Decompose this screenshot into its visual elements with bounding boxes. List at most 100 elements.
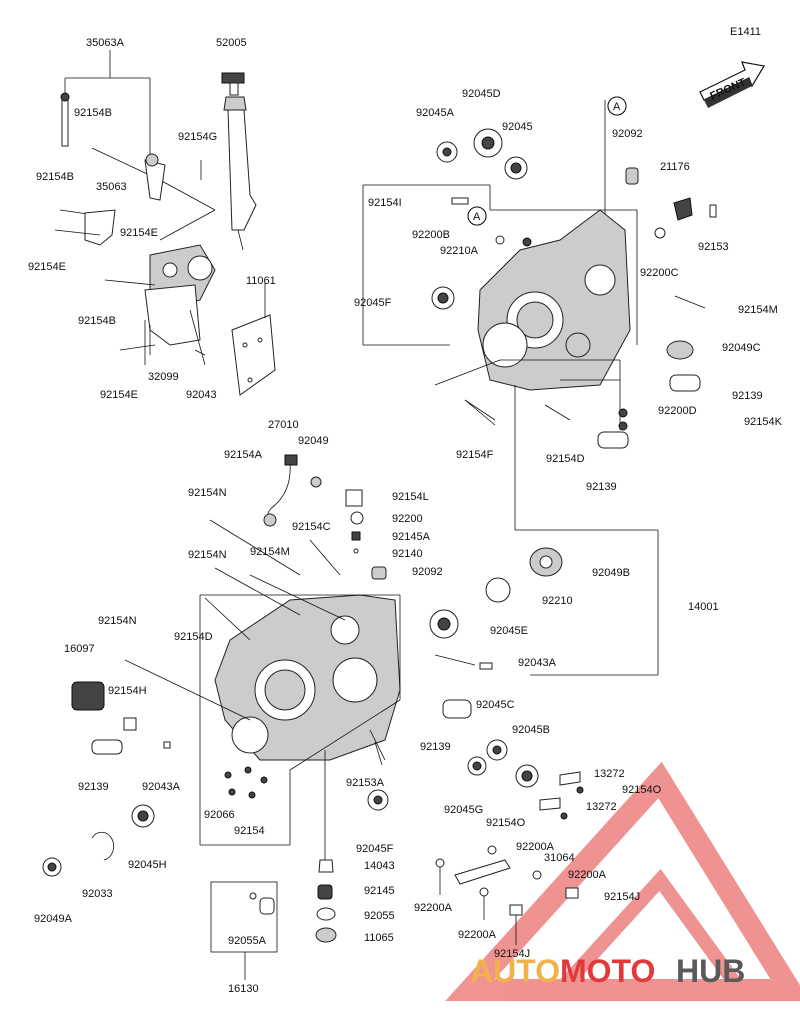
part-label: 92092 — [612, 128, 643, 140]
part-label: 92049A — [34, 913, 73, 925]
part-label: 92154A — [224, 449, 263, 461]
part-label: 14043 — [364, 860, 395, 872]
part-label: 92154H — [108, 685, 147, 697]
part-label: 92139 — [586, 481, 617, 493]
diagram-code: E1411 — [730, 26, 761, 38]
watermark-logo — [445, 761, 800, 1001]
part-label: 92210A — [440, 245, 479, 257]
part-label: 92139 — [420, 741, 451, 753]
part-label: 92200B — [412, 229, 450, 241]
part-label: 92045G — [444, 804, 483, 816]
svg-text:A: A — [613, 101, 621, 113]
part-label: 35063A — [86, 37, 125, 49]
ref-marker-a-top: A — [607, 96, 627, 116]
part-label: 92045D — [462, 88, 501, 100]
part-label: 92043A — [142, 781, 181, 793]
part-label: 27010 — [268, 419, 299, 431]
part-label: 92154J — [494, 948, 530, 960]
part-label: 92154F — [456, 449, 494, 461]
part-label: 92200A — [458, 929, 497, 941]
part-label: 92049B — [592, 567, 630, 579]
part-label: 92154D — [546, 453, 585, 465]
watermark-text: AUTO MOTO HUB — [470, 953, 745, 989]
part-label: 92200 — [392, 513, 423, 525]
part-label: 92045F — [354, 297, 392, 309]
front-arrow-icon: FRONT — [699, 61, 765, 108]
part-label: 92200A — [414, 902, 453, 914]
part-label: 92139 — [78, 781, 109, 793]
part-label: 92092 — [412, 566, 443, 578]
part-label: 92033 — [82, 888, 113, 900]
svg-text:A: A — [473, 211, 481, 223]
part-label: 92154D — [174, 631, 213, 643]
part-label: 92045B — [512, 724, 550, 736]
part-label: 16097 — [64, 643, 95, 655]
part-label: 13272 — [586, 801, 617, 813]
part-label: 11061 — [246, 275, 276, 287]
ref-marker-a-mid: A — [467, 206, 487, 226]
svg-text:MOTO: MOTO — [560, 953, 655, 989]
part-label: 92153A — [346, 777, 385, 789]
part-label: 92045A — [416, 107, 455, 119]
part-label: 92210 — [542, 595, 573, 607]
part-label: 92154B — [36, 171, 74, 183]
part-label: 92154E — [100, 389, 138, 401]
left-crankcase-group — [42, 454, 584, 980]
part-labels: 35063A 52005 92154B 92154G 92154B 35063 … — [28, 37, 783, 995]
part-label: 92045E — [490, 625, 528, 637]
part-label: 92049 — [298, 435, 329, 447]
part-label: 92154J — [604, 891, 640, 903]
part-label: 92045C — [476, 699, 515, 711]
part-label: 92139 — [732, 390, 763, 402]
part-label: 92043A — [518, 657, 557, 669]
part-label: 92140 — [392, 548, 423, 560]
part-label: 92154B — [74, 107, 112, 119]
part-label: 92154C — [292, 521, 331, 533]
part-label: 92154B — [78, 315, 116, 327]
part-label: 92145 — [364, 885, 395, 897]
part-label: 31064 — [544, 852, 575, 864]
part-label: 92154 — [234, 825, 265, 837]
part-label: 92154K — [744, 416, 783, 428]
part-label: 21176 — [660, 161, 690, 173]
part-label: 52005 — [216, 37, 247, 49]
part-label: 92200A — [516, 841, 555, 853]
part-label: 92154N — [188, 549, 227, 561]
part-label: 92200C — [640, 267, 679, 279]
part-label: 92200A — [568, 869, 607, 881]
part-label: 92154L — [392, 491, 429, 503]
part-label: 92154M — [738, 304, 778, 316]
right-crankcase-group — [362, 96, 717, 676]
oil-pump-group — [54, 50, 276, 396]
part-label: 92145A — [392, 531, 431, 543]
part-label: 35063 — [96, 181, 127, 193]
svg-text:HUB: HUB — [676, 953, 745, 989]
part-label: 92154G — [178, 131, 217, 143]
part-label: 92045F — [356, 843, 394, 855]
part-label: 92154E — [120, 227, 158, 239]
part-label: 92045 — [502, 121, 533, 133]
svg-text:AUTO: AUTO — [470, 953, 560, 989]
part-label: 92043 — [186, 389, 217, 401]
part-label: 92153 — [698, 241, 729, 253]
part-label: 92154I — [368, 197, 402, 209]
part-label: 32099 — [148, 371, 179, 383]
part-label: 92045H — [128, 859, 167, 871]
part-label: 92055A — [228, 935, 267, 947]
part-label: 92154E — [28, 261, 66, 273]
part-label: 92154N — [188, 487, 227, 499]
part-label: 92154O — [622, 784, 662, 796]
part-label: 92049C — [722, 342, 761, 354]
part-label: 11065 — [364, 932, 394, 944]
part-label: 92154M — [250, 546, 290, 558]
part-label: 14001 — [688, 601, 719, 613]
part-label: 92055 — [364, 910, 395, 922]
part-label: 16130 — [228, 983, 259, 995]
part-label: 92200D — [658, 405, 697, 417]
part-label: 92154O — [486, 817, 526, 829]
part-label: 92154N — [98, 615, 137, 627]
part-label: 13272 — [594, 768, 625, 780]
part-label: 92066 — [204, 809, 235, 821]
